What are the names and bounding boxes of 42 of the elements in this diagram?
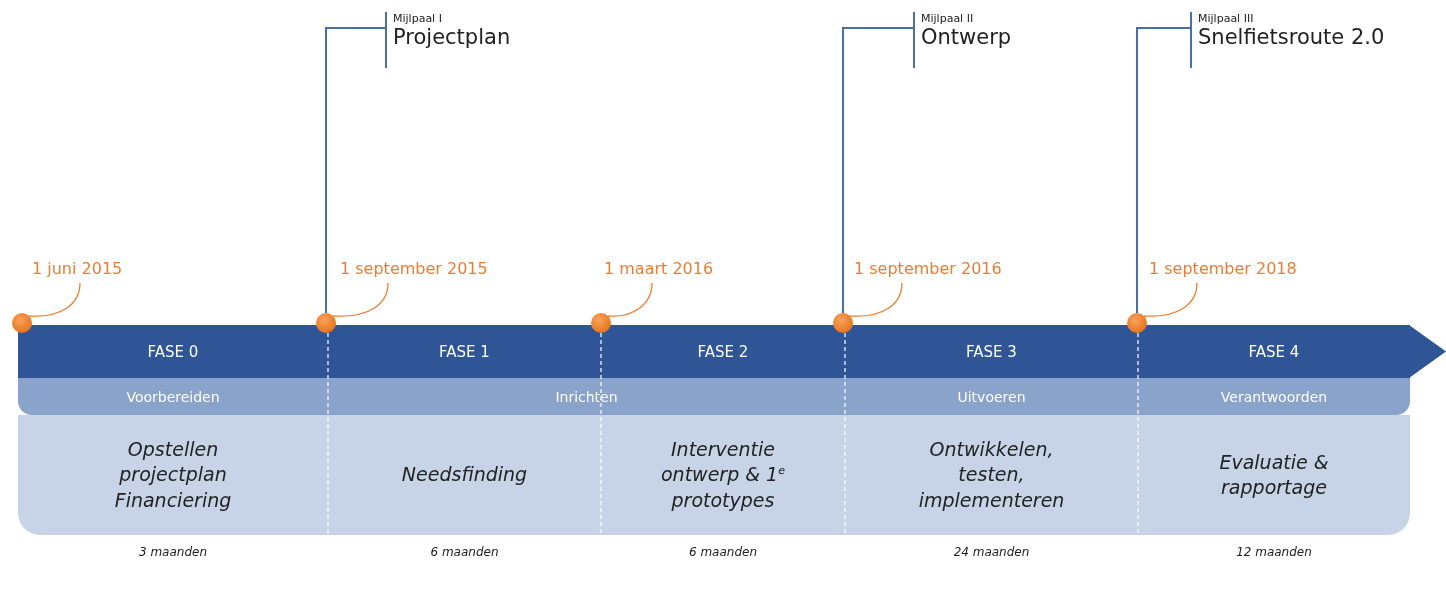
activity-cell: Opstellen projectplan Financiering [18,415,328,535]
phase-band-segment: FASE 2 [601,325,845,378]
leader-line [1136,27,1191,314]
duration-label: 3 maanden [137,545,209,559]
leader-line [332,282,389,317]
duration-label: 6 maanden [687,545,759,559]
duration-label: 24 maanden [952,545,1031,559]
milestone-dot [833,313,853,333]
leader-line [1143,282,1198,317]
milestone-title: Snelfietsroute 2.0 [1198,25,1385,49]
milestone-dot [1127,313,1147,333]
milestone-dot [12,313,32,333]
phase-band-segment: FASE 0 [18,325,328,378]
milestone-dot [316,313,336,333]
leader-line [28,282,81,317]
duration-label: 6 maanden [429,545,500,559]
stage-band: Verantwoorden [1138,378,1410,415]
phase-band-segment: FASE 1 [328,325,601,378]
date-label: 1 maart 2016 [604,255,764,281]
milestone-number: Mijlpaal II [921,12,974,25]
leader-line [607,282,653,317]
activity-cell: Needsfinding [328,415,601,535]
activity-cell: Ontwikkelen, testen, implementeren [845,415,1138,535]
stage-band: Inrichten [328,378,845,415]
milestone-dot [591,313,611,333]
date-label: 1 september 2018 [1149,255,1309,281]
phase-band-segment: FASE 3 [845,325,1138,378]
date-label: 1 juni 2015 [32,255,192,281]
milestone-number: Mijlpaal III [1198,12,1254,25]
date-label: 1 september 2015 [340,255,500,281]
milestone-title: Ontwerp [921,25,1012,49]
activity-cell: Interventie ontwerp & 1$^{e}$ prototypes [601,415,845,535]
date-label: 1 september 2016 [854,255,1014,281]
stage-band: Voorbereiden [18,378,328,415]
leader-line [842,27,914,314]
stage-band: Uitvoeren [845,378,1138,415]
milestone-title: Projectplan [393,25,511,49]
duration-label: 12 maanden [1235,545,1313,559]
leader-line [325,27,386,314]
milestone-number: Mijlpaal I [393,12,442,25]
leader-line [849,282,903,317]
activity-cell: Evaluatie & rapportage [1138,415,1410,535]
